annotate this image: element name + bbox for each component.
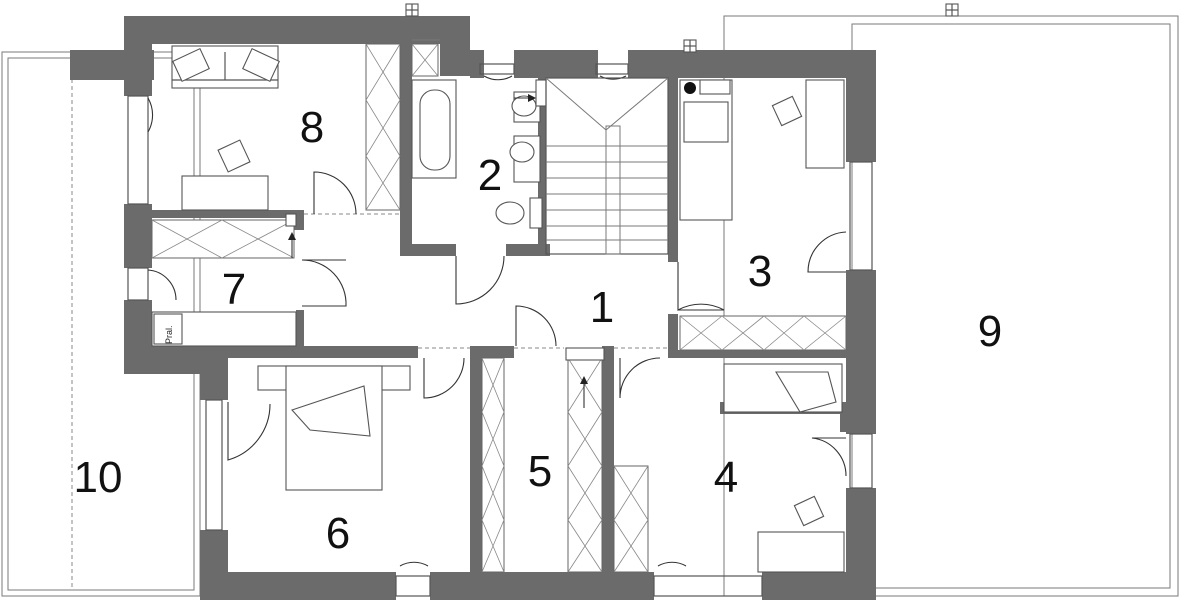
room-label-1: 1 [590,283,614,332]
windows [127,39,873,597]
room-8-furniture [171,43,401,211]
room-label-9: 9 [978,307,1002,356]
room-3-furniture [679,79,847,351]
room-labels: 1 2 3 4 5 6 7 8 9 10 [74,103,1003,558]
room-7-wardrobe [151,219,297,347]
room-6-furniture [257,365,411,491]
room-label-10: 10 [74,453,123,502]
laundry-label: Pral. [164,325,174,344]
room-label-3: 3 [748,247,772,296]
room-label-6: 6 [326,509,350,558]
room-label-4: 4 [714,453,738,502]
room-label-2: 2 [478,151,502,200]
bathroom-2-fixtures [411,43,547,229]
room-4-furniture [613,363,845,573]
arrows [285,94,536,258]
opening-lines [304,213,668,349]
room-5-closet [481,347,605,573]
staircase [545,77,669,255]
doors [147,75,847,567]
walls [70,16,876,600]
column-markers [405,3,959,53]
room-label-7: 7 [222,265,246,314]
room-label-8: 8 [300,103,324,152]
room-label-5: 5 [528,447,552,496]
